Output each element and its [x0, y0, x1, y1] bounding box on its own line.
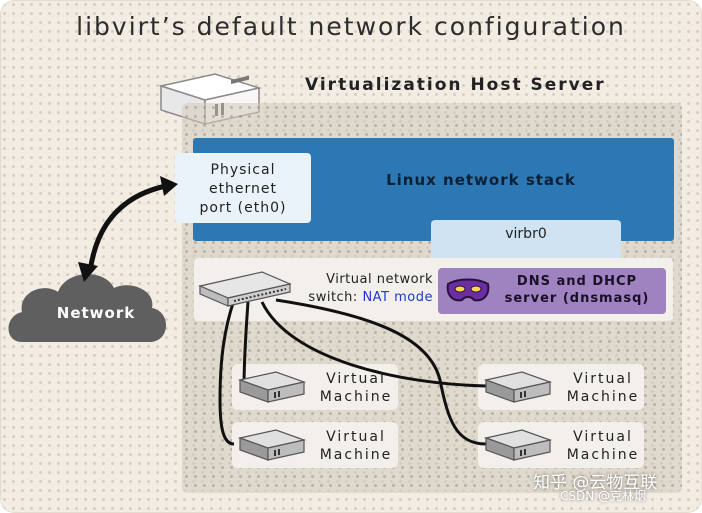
vm-4-line-2: Machine — [566, 447, 640, 463]
eth0-line-3: port (eth0) — [199, 200, 287, 216]
vm-icon-3 — [483, 371, 553, 403]
dns-dhcp-label: DNS and DHCP server (dnsmasq) — [492, 273, 662, 307]
nat-mode-label: NAT mode — [362, 290, 433, 305]
vm-1-line-1: Virtual — [326, 371, 386, 387]
vm-1-line-2: Machine — [319, 389, 393, 405]
vm-icon-4 — [483, 429, 553, 461]
dns-line-1: DNS and DHCP — [516, 274, 638, 289]
vm-2-line-2: Machine — [319, 447, 393, 463]
watermark-zhihu: 知乎 @云物互联 — [533, 473, 658, 493]
virtual-switch-label: Virtual network switch: NAT mode — [293, 271, 433, 307]
vm-4-line-1: Virtual — [573, 429, 633, 445]
vm-icon-2 — [237, 429, 307, 461]
vm-label-2: Virtual Machine — [316, 428, 396, 464]
network-stack-label: Linux network stack — [386, 171, 576, 189]
switch-line-2: switch: — [308, 290, 363, 305]
vm-label-3: Virtual Machine — [563, 370, 643, 406]
vm-label-1: Virtual Machine — [316, 370, 396, 406]
cloud-icon — [8, 274, 167, 342]
eth0-line-2: ethernet — [208, 181, 278, 197]
vm-3-line-2: Machine — [566, 389, 640, 405]
host-title: Virtualization Host Server — [305, 75, 606, 95]
vm-3-line-1: Virtual — [573, 371, 633, 387]
dns-line-2: server (dnsmasq) — [504, 291, 650, 306]
watermark-csdn: CSDN @克林烟 — [560, 489, 647, 503]
vm-cables — [218, 298, 487, 446]
switch-icon — [198, 271, 292, 307]
eth0-port: Physical ethernet port (eth0) — [175, 153, 311, 223]
mask-icon — [446, 278, 490, 302]
vm-2-line-1: Virtual — [326, 429, 386, 445]
vm-label-4: Virtual Machine — [563, 428, 643, 464]
virbr0-bridge: virbr0 — [431, 220, 621, 258]
double-arrow-icon — [78, 176, 178, 282]
switch-line-1: Virtual network — [326, 272, 433, 287]
diagram-title: libvirt’s default network configuration — [76, 12, 626, 41]
network-label: Network — [56, 304, 136, 322]
eth0-line-1: Physical — [210, 162, 276, 178]
vm-icon-1 — [237, 371, 307, 403]
